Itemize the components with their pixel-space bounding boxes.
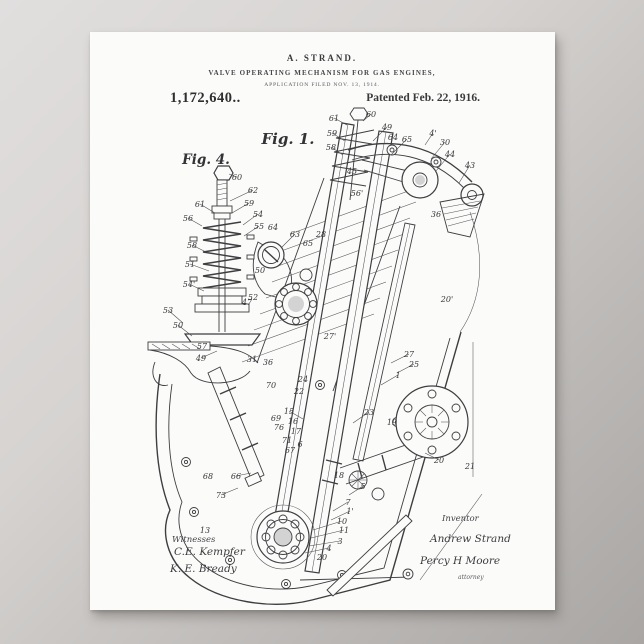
- reference-numeral: 68: [203, 472, 213, 481]
- reference-numeral: 61: [329, 114, 339, 123]
- reference-numeral: 24: [297, 375, 308, 384]
- reference-numeral: 5: [360, 482, 365, 491]
- reference-numeral: 36: [431, 210, 441, 219]
- reference-numeral: 20': [440, 295, 453, 304]
- reference-numeral: 18: [334, 471, 344, 480]
- reference-numeral: 6: [297, 440, 302, 449]
- reference-numeral: 4: [325, 544, 331, 553]
- reference-numeral: 45: [346, 167, 357, 176]
- reference-numeral: 64: [388, 133, 398, 142]
- witnesses-heading: Witnesses: [172, 535, 216, 545]
- reference-numeral: 54: [253, 210, 263, 219]
- reference-numeral: 13: [200, 526, 210, 535]
- reference-numeral: 49: [195, 354, 206, 363]
- reference-numeral: 65: [303, 239, 313, 248]
- reference-numeral: 11: [339, 526, 349, 535]
- fig1-label: Fig. 1.: [261, 130, 315, 148]
- reference-numeral: 61: [195, 200, 205, 209]
- reference-numeral: 67: [285, 446, 296, 455]
- reference-numeral: 69: [271, 414, 281, 423]
- reference-numeral: 3: [337, 537, 342, 546]
- attorney-title: attorney: [458, 574, 484, 581]
- reference-numeral: 1: [395, 371, 400, 380]
- reference-numeral: 49: [381, 123, 392, 132]
- reference-numeral: 10: [337, 517, 347, 526]
- reference-numeral: 59: [244, 199, 254, 208]
- patent-title: VALVE OPERATING MECHANISM FOR GAS ENGINE…: [208, 69, 435, 77]
- reference-numeral: 54': [183, 280, 195, 289]
- reference-numeral: 58: [187, 241, 197, 250]
- reference-numeral: 47: [241, 298, 253, 307]
- patent-application-line: APPLICATION FILED NOV. 13, 1914.: [264, 82, 379, 88]
- reference-numeral: 27: [403, 350, 415, 359]
- reference-numeral: 50: [255, 266, 265, 275]
- witness-signature-1: C.E. Kempfer: [174, 546, 246, 558]
- reference-numeral: 16: [288, 417, 298, 426]
- patent-date: Patented Feb. 22, 1916.: [366, 92, 480, 104]
- reference-numeral: 43: [464, 161, 475, 170]
- reference-numeral: 22: [293, 387, 304, 396]
- inventor-heading: Inventor: [441, 514, 480, 524]
- reference-numeral: 70: [266, 381, 276, 390]
- reference-numeral: 58: [326, 143, 336, 152]
- reference-numeral: 20: [433, 456, 444, 465]
- reference-numeral: 4': [428, 129, 436, 138]
- reference-numeral: 66: [231, 472, 241, 481]
- reference-numeral: 15: [284, 407, 294, 416]
- witness-signature-2: K. E. Bready: [169, 563, 238, 575]
- reference-numeral: 59: [327, 129, 337, 138]
- attorney-signature: Percy H Moore: [419, 555, 500, 567]
- inventor-signature: Andrew Strand: [429, 533, 511, 545]
- reference-numeral: 56': [351, 189, 363, 198]
- reference-numeral: 30: [440, 138, 450, 147]
- fig1-tappet-tube: [208, 367, 264, 486]
- reference-numeral: 60: [232, 173, 242, 182]
- patent-number: 1,172,640..: [170, 90, 241, 106]
- reference-numeral: 20: [316, 553, 327, 562]
- reference-numeral: 1': [346, 507, 353, 516]
- patent-print-poster: A. STRAND. VALVE OPERATING MECHANISM FOR…: [90, 32, 555, 610]
- reference-numeral: 56: [183, 214, 193, 223]
- reference-numeral: 63: [290, 230, 300, 239]
- reference-numeral: 64: [268, 223, 278, 232]
- patent-drawing: A. STRAND. VALVE OPERATING MECHANISM FOR…: [90, 32, 555, 610]
- reference-numeral: 65: [402, 135, 412, 144]
- reference-numeral: 31: [247, 355, 257, 364]
- reference-numeral: 50: [173, 321, 183, 330]
- reference-numeral: 71: [282, 436, 292, 445]
- reference-numeral: 23: [363, 408, 374, 417]
- reference-numeral: 7: [345, 498, 351, 507]
- reference-numeral: 51: [185, 260, 195, 269]
- patent-inventor-heading: A. STRAND.: [287, 53, 357, 63]
- reference-numeral: 57: [197, 342, 208, 351]
- reference-numeral: 21: [464, 462, 475, 471]
- reference-numeral: 25: [408, 360, 419, 369]
- reference-numeral: 36: [263, 358, 273, 367]
- reference-numeral: 17: [291, 427, 302, 436]
- reference-numeral: 73: [216, 491, 226, 500]
- reference-numeral: 55: [254, 222, 264, 231]
- reference-numeral: 44: [444, 150, 455, 159]
- reference-numeral: 19: [387, 418, 397, 427]
- reference-numeral: 62: [248, 186, 258, 195]
- reference-numeral: 53: [163, 306, 173, 315]
- reference-numeral: 76: [274, 423, 284, 432]
- reference-numeral: 28: [315, 230, 326, 239]
- reference-numeral: 60: [366, 110, 376, 119]
- reference-numeral: 27': [323, 332, 336, 341]
- fig1-rocker-cluster: [253, 242, 317, 325]
